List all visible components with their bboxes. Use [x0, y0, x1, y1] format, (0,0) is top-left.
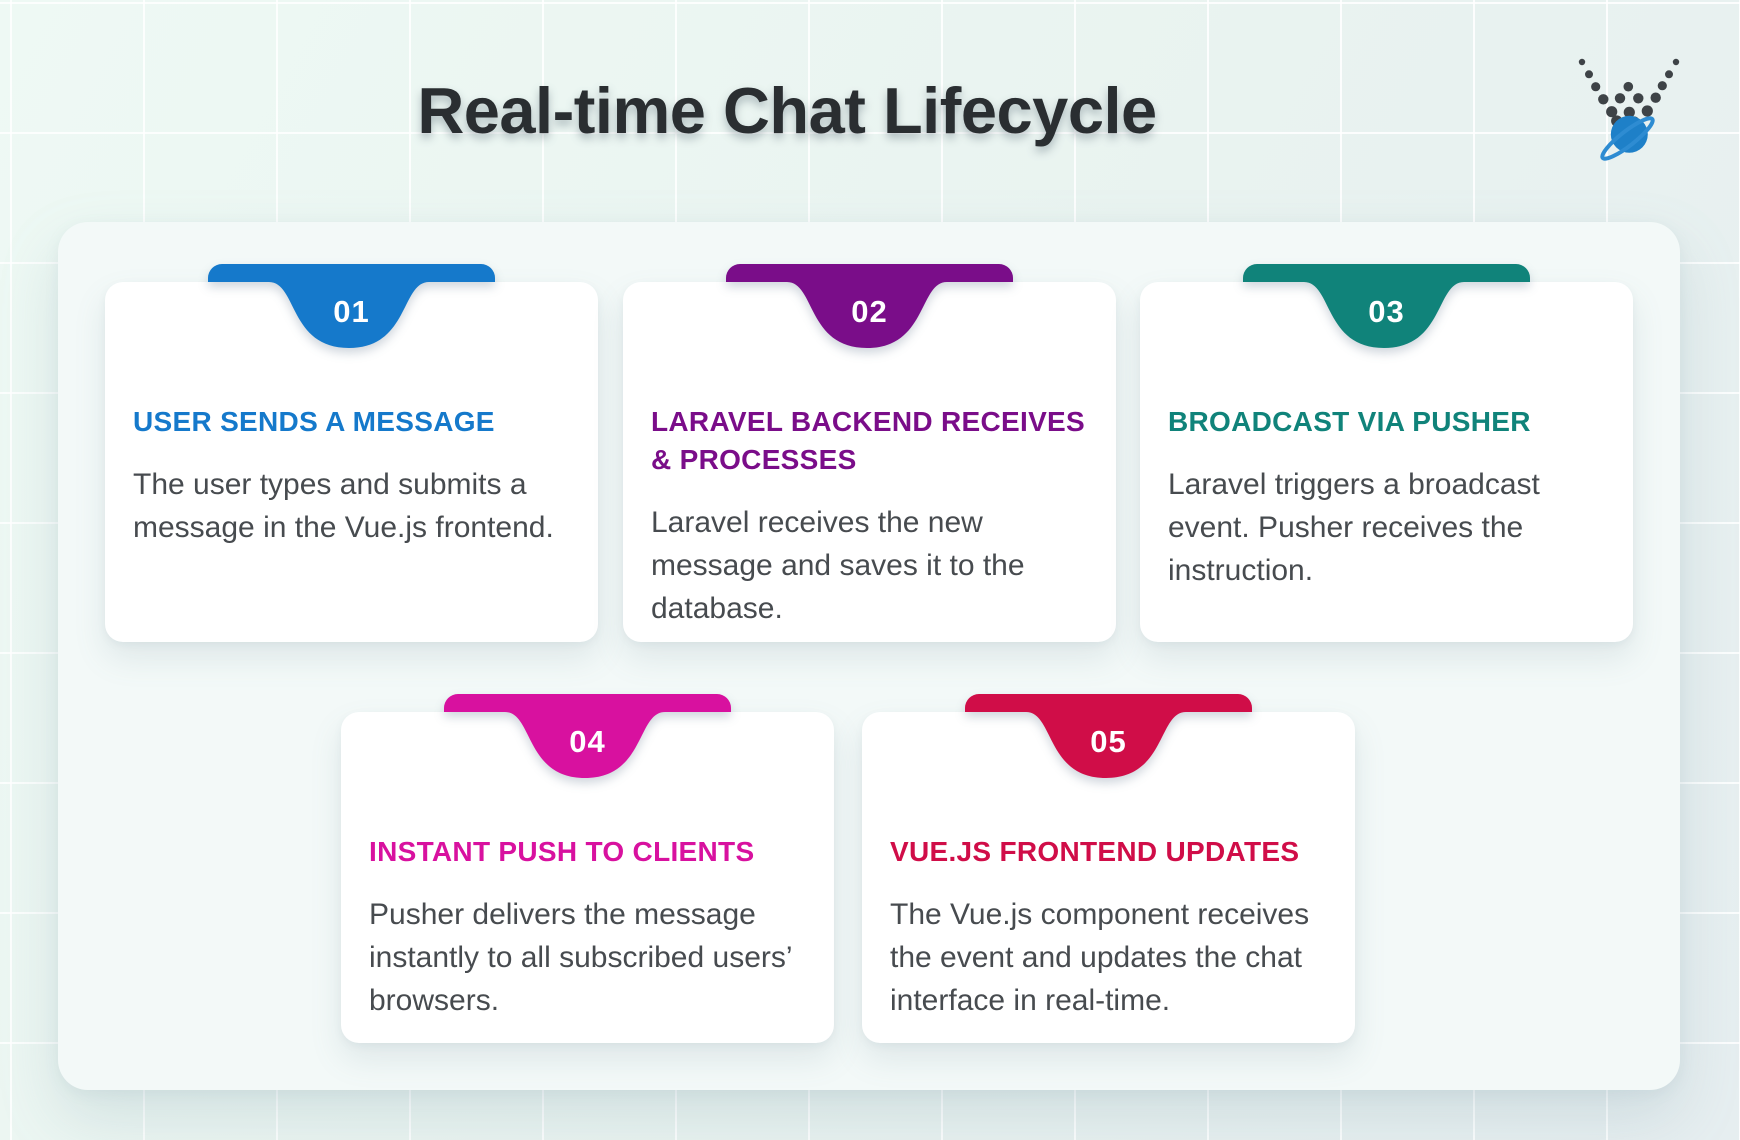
step-3-description: Laravel triggers a broadcast event. Push…	[1168, 468, 1540, 587]
step-card-2: 02 LARAVEL BACKEND RECEIVES & PROCESSES …	[623, 264, 1116, 642]
step-2-title: LARAVEL BACKEND RECEIVES & PROCESSES	[651, 406, 1085, 475]
step-4-number-tab	[444, 694, 731, 778]
logo-planet	[1610, 115, 1648, 153]
company-logo	[1578, 58, 1680, 161]
step-1-number: 01	[333, 294, 370, 329]
step-card-4: 04 INSTANT PUSH TO CLIENTS Pusher delive…	[341, 694, 834, 1043]
step-5-description: The Vue.js component receives the event …	[890, 898, 1310, 1017]
tab-shape	[444, 694, 731, 778]
step-2-number-tab	[726, 264, 1013, 348]
step-5-number: 05	[1090, 724, 1127, 759]
step-1-title: USER SENDS A MESSAGE	[133, 406, 495, 437]
tab-shape	[726, 264, 1013, 348]
tab-shape	[965, 694, 1252, 778]
step-2-description: Laravel receives the new message and sav…	[651, 506, 1025, 625]
step-4-description: Pusher delivers the message instantly to…	[369, 898, 792, 1017]
step-3-number-tab	[1243, 264, 1530, 348]
step-card-3: 03 BROADCAST VIA PUSHER Laravel triggers…	[1140, 264, 1633, 642]
step-4-title: INSTANT PUSH TO CLIENTS	[369, 836, 755, 867]
step-card-1: 01 USER SENDS A MESSAGE The user types a…	[105, 264, 598, 642]
tab-shape	[1243, 264, 1530, 348]
page-title: Real-time Chat Lifecycle	[417, 74, 1157, 147]
step-1-number-tab	[208, 264, 495, 348]
logo-dots	[1578, 58, 1680, 128]
step-5-number-tab	[965, 694, 1252, 778]
step-card-5: 05 VUE.JS FRONTEND UPDATES The Vue.js co…	[862, 694, 1355, 1043]
tab-shape	[208, 264, 495, 348]
step-3-title: BROADCAST VIA PUSHER	[1168, 406, 1531, 437]
logo-planet-ring	[1600, 116, 1655, 161]
step-2-number: 02	[851, 294, 888, 329]
step-1-description: The user types and submits a message in …	[133, 468, 554, 544]
step-5-title: VUE.JS FRONTEND UPDATES	[890, 836, 1300, 867]
step-4-number: 04	[569, 724, 606, 759]
step-3-number: 03	[1368, 294, 1405, 329]
